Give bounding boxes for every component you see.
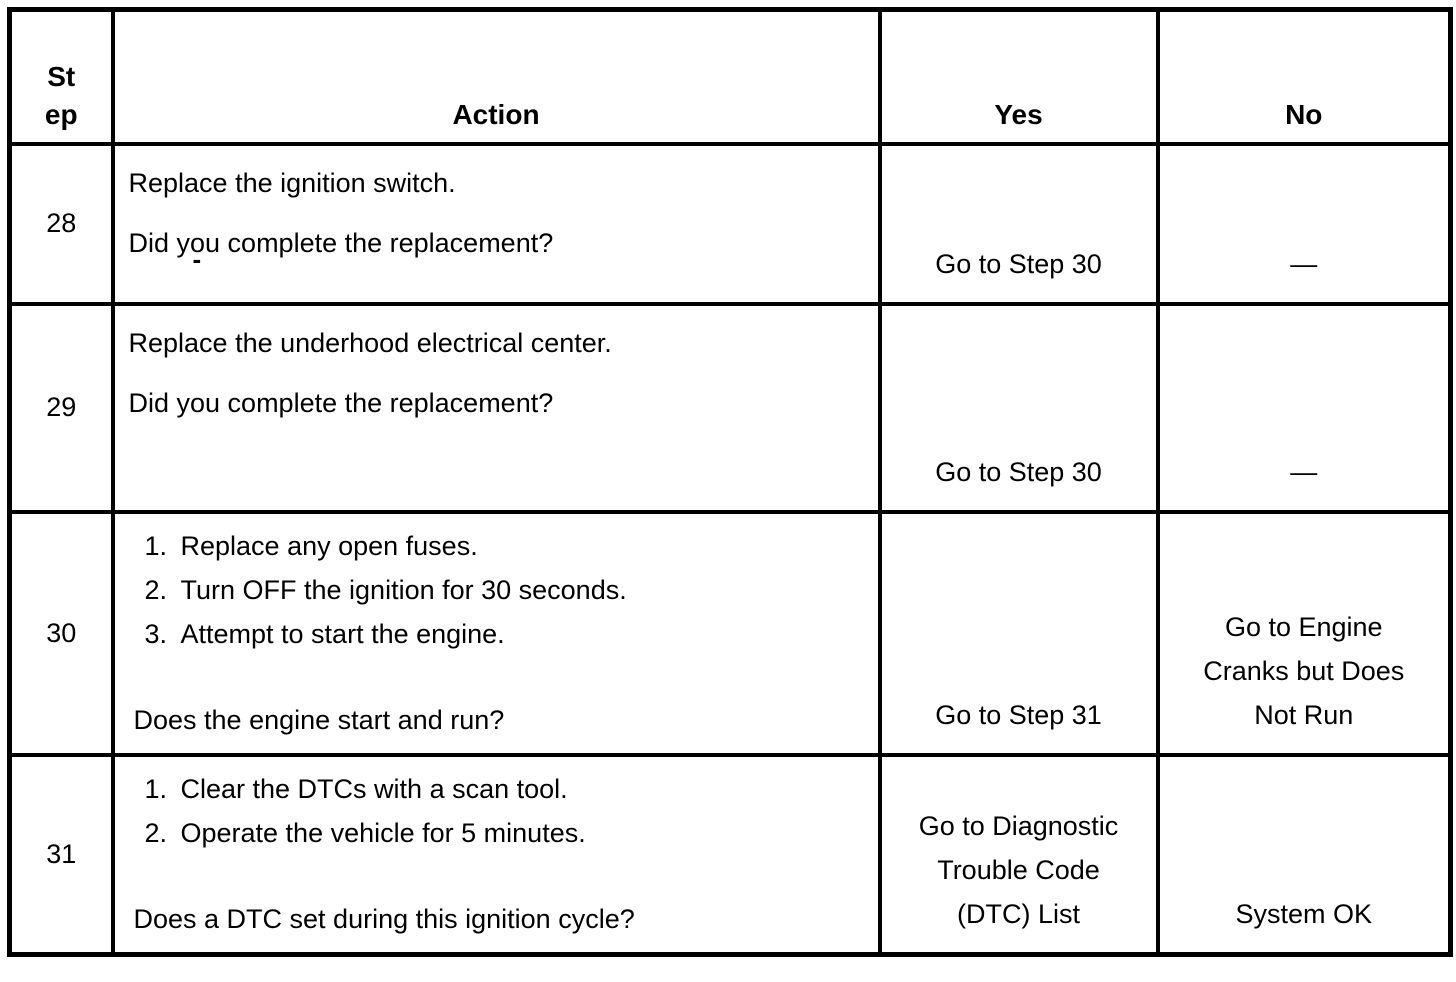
table-row-step-30: 30 1. Replace any open fuses. 2. Turn OF…	[7, 509, 1453, 757]
no-cell: —	[1155, 141, 1453, 306]
step-cell: 29	[7, 301, 115, 514]
no-cell: Go to Engine Cranks but Does Not Run	[1155, 509, 1453, 757]
action-paragraph: Replace the ignition switch.	[128, 167, 456, 198]
action-list-item: 3. Attempt to start the engine.	[145, 612, 878, 656]
list-item-text: Attempt to start the engine.	[180, 618, 505, 649]
yes-text: Go to Step 30	[935, 456, 1102, 487]
no-text-line: Cranks but Does	[1203, 655, 1405, 686]
action-cell: Replace the underhood electrical center.…	[110, 301, 882, 514]
action-list-item: 1. Replace any open fuses.	[145, 524, 878, 568]
action-cell: 1. Replace any open fuses. 2. Turn OFF t…	[110, 509, 882, 757]
no-text: System OK	[1235, 899, 1373, 929]
list-item-text: Clear the DTCs with a scan tool.	[180, 773, 568, 804]
yes-text: Go to Step 30	[935, 248, 1102, 279]
yes-cell: Go to Step 31	[877, 509, 1160, 757]
no-text-line: Not Run	[1254, 699, 1354, 730]
step-cell: 31	[7, 752, 115, 957]
action-cell: Replace the ignition switch. Did you com…	[110, 141, 882, 306]
action-numbered-list: 1. Clear the DTCs with a scan tool. 2. O…	[115, 767, 878, 855]
action-numbered-list: 1. Replace any open fuses. 2. Turn OFF t…	[115, 524, 878, 656]
list-item-number: 3.	[144, 618, 168, 649]
yes-text-line: (DTC) List	[957, 899, 1080, 929]
no-cell: —	[1155, 301, 1453, 514]
action-list-item: 1. Clear the DTCs with a scan tool.	[145, 767, 878, 811]
list-item-text: Replace any open fuses.	[180, 530, 478, 561]
action-question-paragraph: Did you complete the replacement?	[128, 227, 554, 258]
header-step-line2: ep	[44, 98, 78, 130]
header-step-line1: St	[47, 60, 76, 92]
action-paragraph: Replace the underhood electrical center.	[128, 327, 612, 358]
list-item-number: 1.	[144, 530, 168, 561]
yes-cell: Go to Diagnostic Trouble Code (DTC) List	[877, 752, 1160, 957]
action-list-item: 2. Turn OFF the ignition for 30 seconds.	[145, 568, 878, 612]
yes-text-line: Go to Diagnostic	[918, 811, 1119, 841]
header-yes: Yes	[877, 7, 1160, 146]
list-item-text: Turn OFF the ignition for 30 seconds.	[180, 574, 627, 605]
action-question: Does a DTC set during this ignition cycl…	[133, 904, 635, 934]
no-text-line: Go to Engine	[1224, 611, 1383, 642]
list-item-text: Operate the vehicle for 5 minutes.	[180, 817, 586, 848]
diagnostic-table: St ep Action Yes No 28 Replace the ignit…	[7, 7, 1453, 957]
yes-text: Go to Step 31	[935, 699, 1102, 730]
table-row-step-28: 28 Replace the ignition switch. Did you …	[7, 141, 1453, 306]
header-step: St ep	[7, 7, 115, 146]
action-question: Does the engine start and run?	[133, 704, 505, 735]
step-cell: 30	[7, 509, 115, 757]
yes-text-line: Trouble Code	[937, 855, 1100, 885]
action-question-paragraph: Did you complete the replacement?	[128, 387, 554, 418]
step-cell: 28	[7, 141, 115, 306]
no-cell: System OK	[1155, 752, 1453, 957]
header-no: No	[1155, 7, 1453, 146]
table-row-step-29: 29 Replace the underhood electrical cent…	[7, 301, 1453, 514]
no-text: —	[1290, 456, 1318, 487]
action-cell: 1. Clear the DTCs with a scan tool. 2. O…	[110, 752, 882, 957]
list-item-number: 2.	[144, 574, 168, 605]
list-item-number: 2.	[144, 817, 168, 848]
yes-cell: Go to Step 30	[877, 301, 1160, 514]
yes-cell: Go to Step 30	[877, 141, 1160, 306]
action-list-item: 2. Operate the vehicle for 5 minutes.	[145, 811, 878, 855]
scan-artifact-dash: -	[192, 243, 202, 274]
header-action: Action	[110, 7, 882, 146]
header-row: St ep Action Yes No	[7, 7, 1453, 146]
table-row-step-31: 31 1. Clear the DTCs with a scan tool. 2…	[7, 752, 1453, 957]
no-text: —	[1290, 248, 1318, 279]
list-item-number: 1.	[144, 773, 168, 804]
